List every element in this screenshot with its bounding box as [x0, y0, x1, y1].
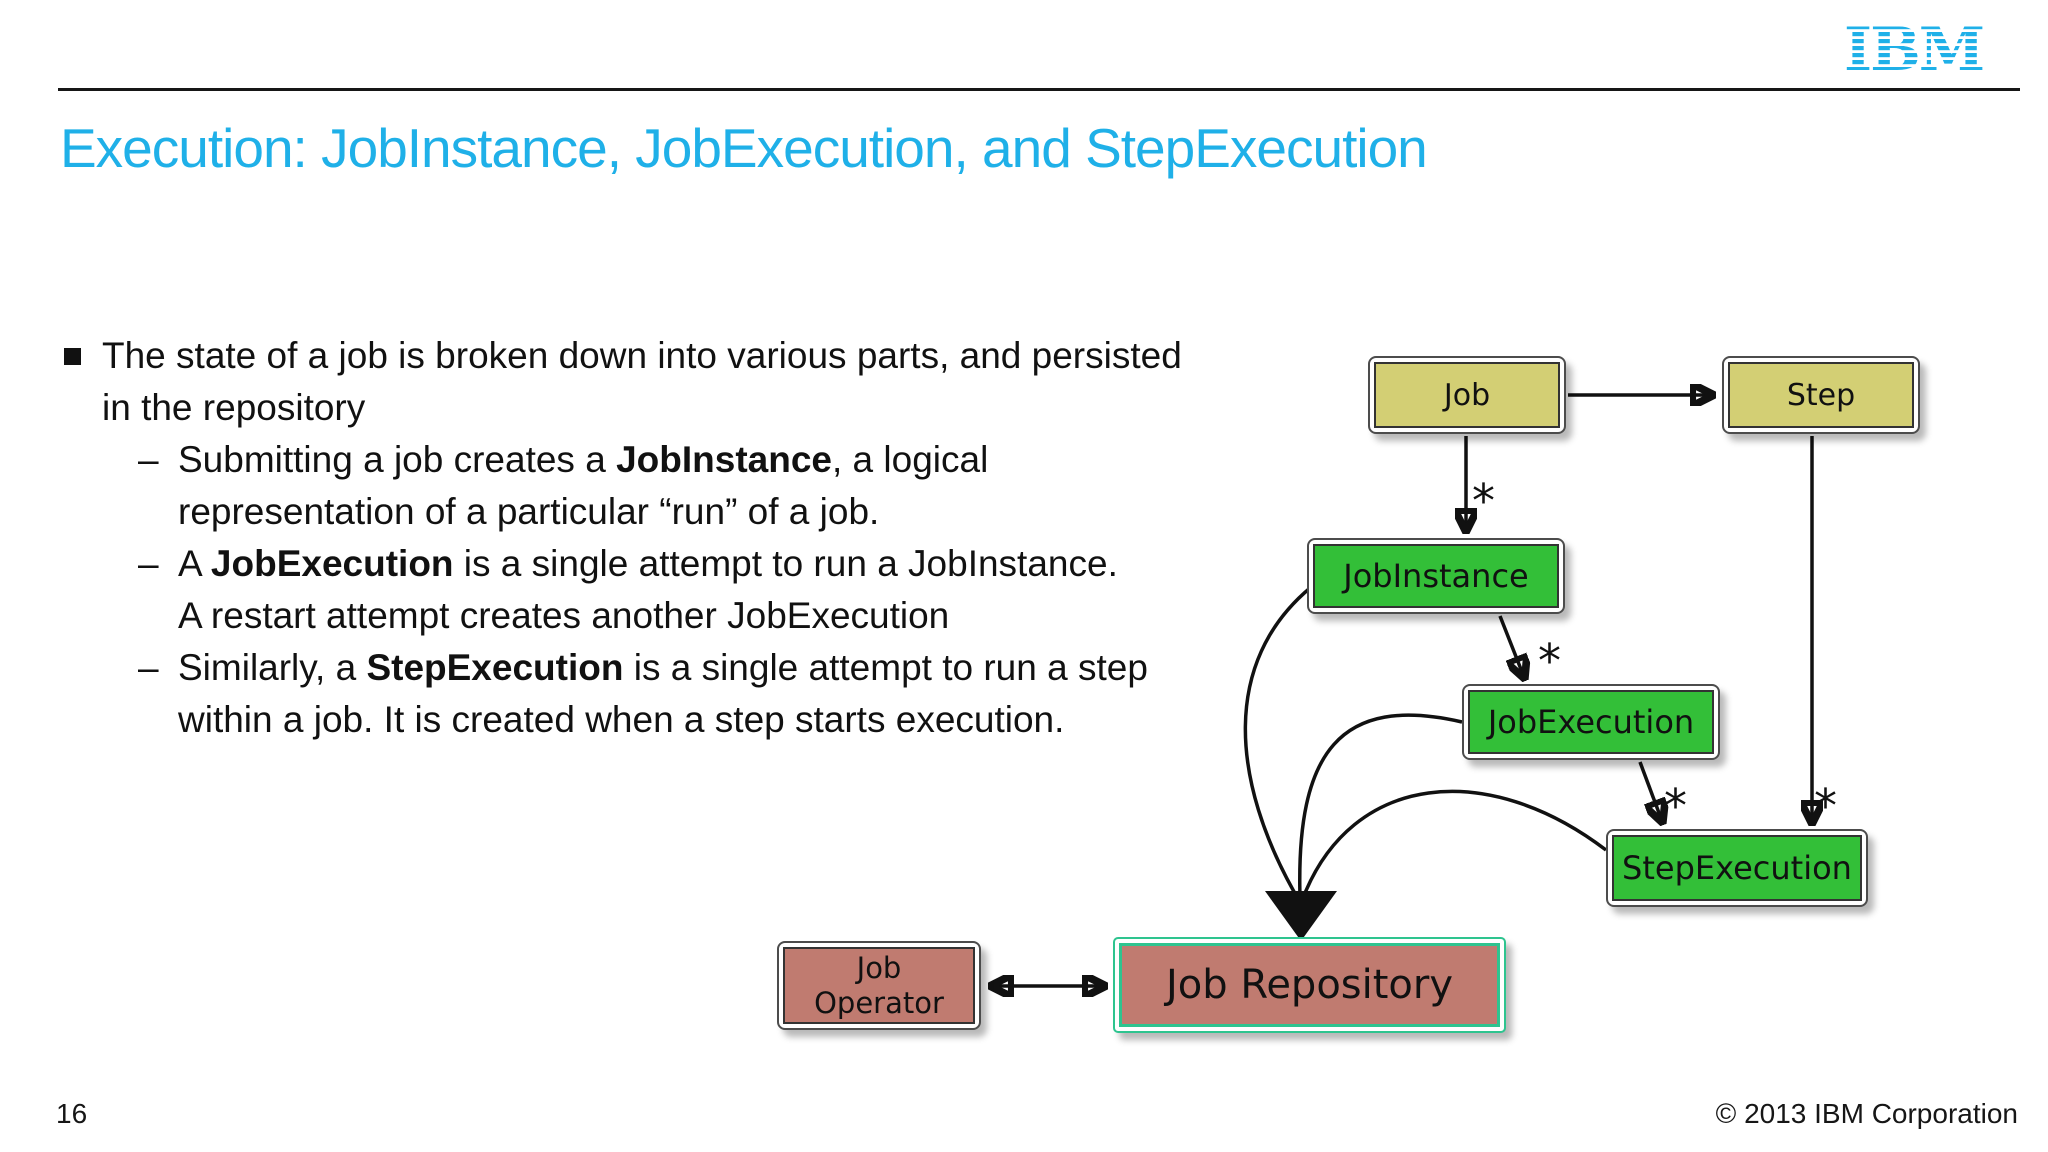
ibm-logo-icon: IBM [1842, 15, 1992, 85]
text-segment: A [178, 543, 211, 584]
text-segment: Submitting a job creates a [178, 439, 617, 480]
curve-stepexecution-to-repository [1301, 789, 1608, 899]
dash-marker: – [138, 439, 159, 480]
node-job-operator-fill: Job Operator [783, 947, 975, 1024]
dash-marker: – [138, 543, 159, 584]
node-step: Step [1722, 356, 1920, 434]
sub-bullet-stepexecution: – Similarly, a StepExecution is a single… [138, 642, 1222, 746]
sub-bullet-jobinstance: – Submitting a job creates a JobInstance… [138, 434, 1222, 538]
text-segment: is a single attempt to run a JobInstance… [178, 543, 1118, 636]
text-segment-bold: JobInstance [616, 439, 832, 480]
multiplicity-label: * [1814, 779, 1837, 833]
node-stepexecution-label: StepExecution [1612, 835, 1862, 901]
text-segment: is a single attempt to run a step within… [178, 647, 1148, 740]
bullet-main-text: The state of a job is broken down into v… [102, 335, 1182, 428]
sub-bullet-text: A JobExecution is a single attempt to ru… [178, 538, 1138, 642]
node-stepexecution: StepExecution [1606, 829, 1868, 907]
node-job-repository-label: Job Repository [1119, 943, 1500, 1027]
sub-bullet-text: Similarly, a StepExecution is a single a… [178, 642, 1178, 746]
text-segment: , a logical representation of a particul… [178, 439, 989, 532]
node-jobinstance: JobInstance [1307, 538, 1565, 614]
node-jobexecution-label: JobExecution [1468, 690, 1714, 754]
node-jobinstance-label: JobInstance [1313, 544, 1559, 608]
text-segment-bold: JobExecution [210, 543, 454, 584]
sub-bullet-text: Submitting a job creates a JobInstance, … [178, 434, 1138, 538]
bullet-square-icon [64, 348, 81, 365]
node-jobexecution: JobExecution [1462, 684, 1720, 760]
page-title: Execution: JobInstance, JobExecution, an… [60, 117, 1428, 179]
node-job-label: Job [1374, 362, 1560, 428]
curve-jobexecution-to-repository [1298, 713, 1463, 898]
multiplicity-label: * [1538, 634, 1561, 688]
dash-marker: – [138, 647, 159, 688]
node-job-operator: Job Operator [777, 941, 981, 1030]
sub-bullet-list: – Submitting a job creates a JobInstance… [138, 434, 1222, 746]
bullet-list: The state of a job is broken down into v… [62, 330, 1222, 746]
node-job-repository: Job Repository [1113, 937, 1506, 1033]
multiplicity-label: * [1472, 474, 1495, 528]
bullet-item-main: The state of a job is broken down into v… [62, 330, 1222, 434]
curve-jobinstance-to-repository [1243, 586, 1312, 898]
node-job-operator-label: Job Operator [814, 950, 944, 1020]
page-number: 16 [56, 1098, 88, 1129]
arrowhead-into-repository [1265, 891, 1337, 941]
header-divider [58, 88, 2020, 91]
ibm-logo-text: IBM [1844, 18, 1983, 80]
arrow-jobexecution-to-stepexecution [1638, 761, 1662, 821]
node-job: Job [1368, 356, 1566, 434]
text-segment: Similarly, a [178, 647, 367, 688]
node-step-label: Step [1728, 362, 1914, 428]
multiplicity-label: * [1664, 779, 1687, 833]
text-segment-bold: StepExecution [366, 647, 624, 688]
copyright: © 2013 IBM Corporation [1715, 1098, 2018, 1129]
sub-bullet-jobexecution: – A JobExecution is a single attempt to … [138, 538, 1222, 642]
arrow-jobinstance-to-jobexecution [1498, 615, 1524, 677]
